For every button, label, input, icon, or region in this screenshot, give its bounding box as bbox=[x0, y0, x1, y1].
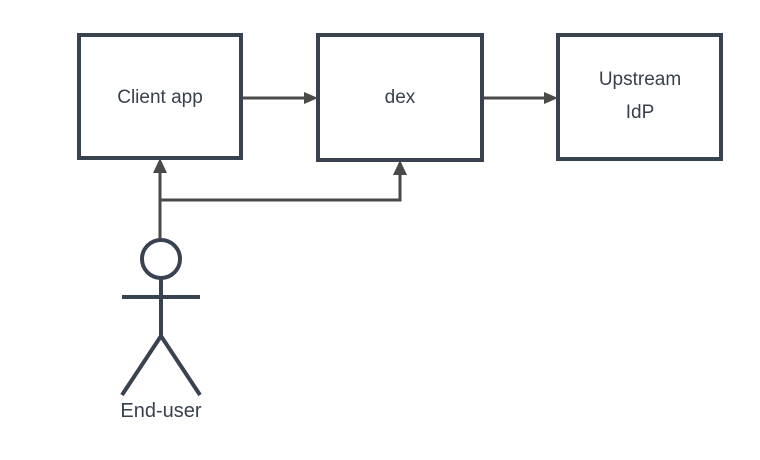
edge-end-user-to-client-app bbox=[153, 158, 167, 240]
actor-head-icon bbox=[140, 238, 182, 280]
actor-leg-right-icon bbox=[159, 334, 202, 397]
node-upstream-idp-label-line1: Upstream bbox=[599, 69, 681, 90]
edge-line-end-user-to-dex bbox=[160, 173, 402, 202]
actor-end-user-label: End-user bbox=[120, 400, 201, 422]
arrowhead-icon-end-user-to-dex bbox=[393, 160, 407, 175]
edge-end-user-to-dex bbox=[160, 160, 407, 202]
node-dex[interactable]: dex bbox=[316, 33, 484, 162]
node-dex-rect[interactable] bbox=[316, 33, 484, 162]
arrowhead-icon-end-user-to-client-app bbox=[153, 158, 167, 173]
node-upstream-idp-label-line2: IdP bbox=[626, 102, 655, 123]
node-client-app[interactable]: Client app bbox=[77, 33, 243, 160]
edge-client-app-to-dex bbox=[242, 92, 318, 104]
actor-end-user[interactable]: End-user bbox=[120, 238, 202, 422]
node-client-app-label: Client app bbox=[117, 87, 203, 108]
actor-leg-left-icon bbox=[120, 334, 163, 397]
edge-dex-to-upstream-idp bbox=[483, 92, 558, 104]
node-client-app-rect[interactable] bbox=[77, 33, 243, 160]
node-upstream-idp-rect[interactable] bbox=[556, 33, 723, 161]
arrowhead-icon-dex-to-upstream-idp bbox=[544, 92, 558, 104]
node-dex-label: dex bbox=[385, 87, 416, 108]
node-upstream-idp[interactable]: Upstream IdP bbox=[556, 33, 723, 161]
arrowhead-icon-client-app-to-dex bbox=[304, 92, 318, 104]
